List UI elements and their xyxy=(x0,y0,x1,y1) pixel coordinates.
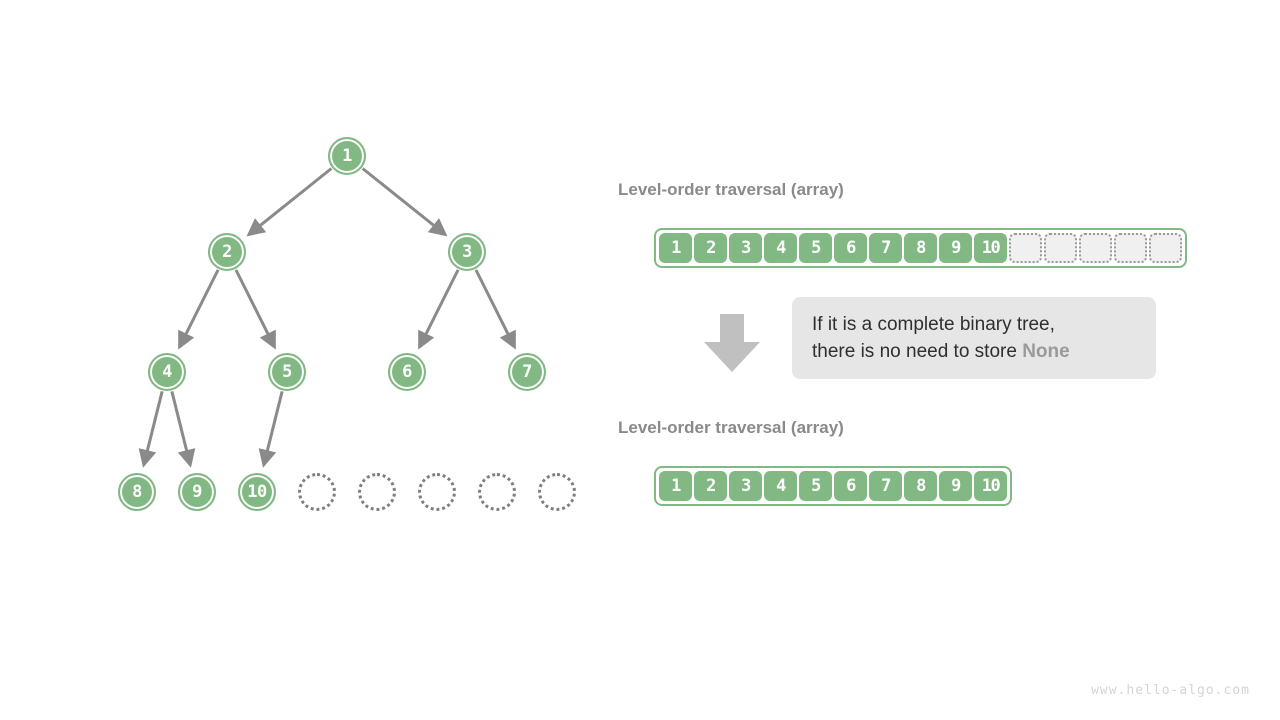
note-line-2: there is no need to store None xyxy=(812,338,1136,365)
array-cell: 9 xyxy=(939,471,972,501)
tree-edge xyxy=(170,391,196,468)
tree-edge xyxy=(234,269,276,350)
array-cell: 1 xyxy=(659,233,692,263)
tree-node-empty xyxy=(538,473,576,511)
tree-node: 5 xyxy=(268,353,306,391)
tree-node-empty xyxy=(418,473,456,511)
array-cell: 10 xyxy=(974,233,1007,263)
tree-node: 8 xyxy=(118,473,156,511)
array-cell: 10 xyxy=(974,471,1007,501)
note-callout: If it is a complete binary tree, there i… xyxy=(792,297,1156,379)
tree-edge xyxy=(474,269,516,350)
array-cell: 7 xyxy=(869,471,902,501)
array-cell-empty xyxy=(1044,233,1077,263)
note-line-1: If it is a complete binary tree, xyxy=(812,314,1055,335)
tree-node: 1 xyxy=(328,137,366,175)
tree-edge xyxy=(138,391,164,468)
tree-node: 4 xyxy=(148,353,186,391)
array-cell: 5 xyxy=(799,233,832,263)
tree-node-empty xyxy=(478,473,516,511)
tree-edge xyxy=(418,269,460,350)
tree-edge xyxy=(246,167,333,237)
tree-edge xyxy=(361,167,448,237)
tree-node: 10 xyxy=(238,473,276,511)
array-cell: 8 xyxy=(904,233,937,263)
array-cell: 1 xyxy=(659,471,692,501)
array-cell: 6 xyxy=(834,233,867,263)
tree-node-empty xyxy=(358,473,396,511)
array-cell: 2 xyxy=(694,233,727,263)
tree-node: 2 xyxy=(208,233,246,271)
tree-node: 7 xyxy=(508,353,546,391)
array-cell-empty xyxy=(1149,233,1182,263)
tree-node: 6 xyxy=(388,353,426,391)
array-cell: 2 xyxy=(694,471,727,501)
array-cell: 9 xyxy=(939,233,972,263)
array-cell: 4 xyxy=(764,471,797,501)
top-array-title: Level-order traversal (array) xyxy=(618,180,844,199)
tree-edge-group xyxy=(138,167,516,468)
array-cell: 8 xyxy=(904,471,937,501)
bottom-array-title: Level-order traversal (array) xyxy=(618,418,844,437)
array-cell: 6 xyxy=(834,471,867,501)
array-cell-empty xyxy=(1114,233,1147,263)
array-cell: 3 xyxy=(729,471,762,501)
tree-edges-layer xyxy=(138,167,516,468)
array-cell: 4 xyxy=(764,233,797,263)
array-cell: 5 xyxy=(799,471,832,501)
array-cell-empty xyxy=(1009,233,1042,263)
tree-node: 9 xyxy=(178,473,216,511)
watermark-text: www.hello-algo.com xyxy=(1091,683,1250,698)
note-keyword-none: None xyxy=(1022,341,1070,362)
tree-node-empty xyxy=(298,473,336,511)
tree-node: 3 xyxy=(448,233,486,271)
array-cell: 3 xyxy=(729,233,762,263)
note-line-2-prefix: there is no need to store xyxy=(812,341,1023,362)
down-arrow-icon xyxy=(704,314,760,372)
array-cell-empty xyxy=(1079,233,1112,263)
tree-edge xyxy=(258,391,284,468)
tree-edge xyxy=(178,269,220,350)
array-cell: 7 xyxy=(869,233,902,263)
